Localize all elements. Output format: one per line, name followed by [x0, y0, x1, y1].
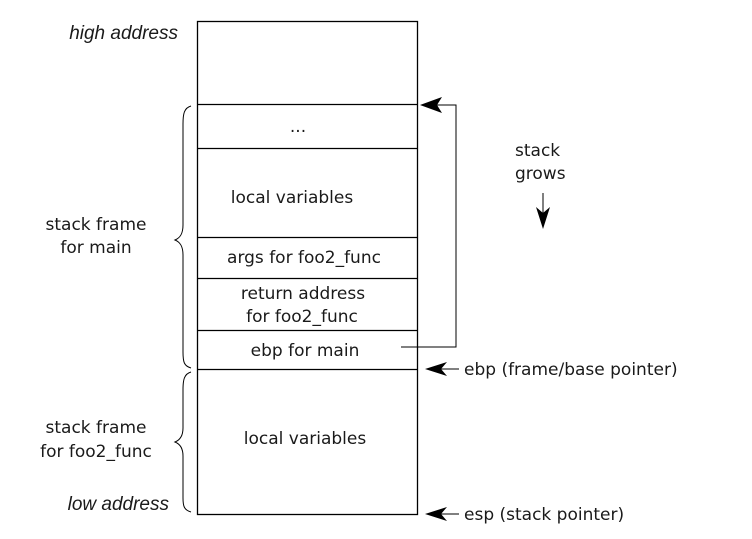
stack-box — [196, 20, 419, 516]
saved-ebp-link-line — [401, 104, 457, 348]
foo2-frame-label-line1: stack frame — [46, 418, 147, 438]
esp-arrowhead-icon — [425, 507, 447, 521]
cell-main-local-variables: local variables — [231, 188, 354, 208]
ebp-pointer-label: ebp (frame/base pointer) — [464, 360, 678, 380]
esp-pointer-label: esp (stack pointer) — [464, 505, 624, 525]
main-frame-label-line1: stack frame — [46, 215, 147, 235]
ebp-arrowhead-icon — [425, 362, 447, 376]
foo2-frame-brace — [173, 371, 192, 513]
cell-saved-ebp: ebp for main — [251, 341, 360, 361]
cell-return-address-line1: return address — [241, 284, 365, 304]
main-frame-label-line2: for main — [60, 238, 131, 258]
cell-return-address-line2: for foo2_func — [246, 307, 358, 327]
cell-args-foo2: args for foo2_func — [227, 248, 381, 268]
saved-ebp-arrowhead-icon — [420, 97, 442, 113]
high-address-label: high address — [69, 23, 178, 44]
low-address-label: low address — [68, 494, 170, 515]
cell-foo2-local-variables: local variables — [244, 429, 367, 449]
stack-grows-label-line2: grows — [515, 164, 566, 184]
stack-grows-label-line1: stack — [515, 141, 560, 161]
main-frame-brace — [173, 105, 192, 369]
foo2-frame-label-line2: for foo2_func — [40, 442, 152, 462]
down-arrow-icon — [536, 207, 550, 229]
cell-ellipsis: ... — [290, 117, 306, 137]
